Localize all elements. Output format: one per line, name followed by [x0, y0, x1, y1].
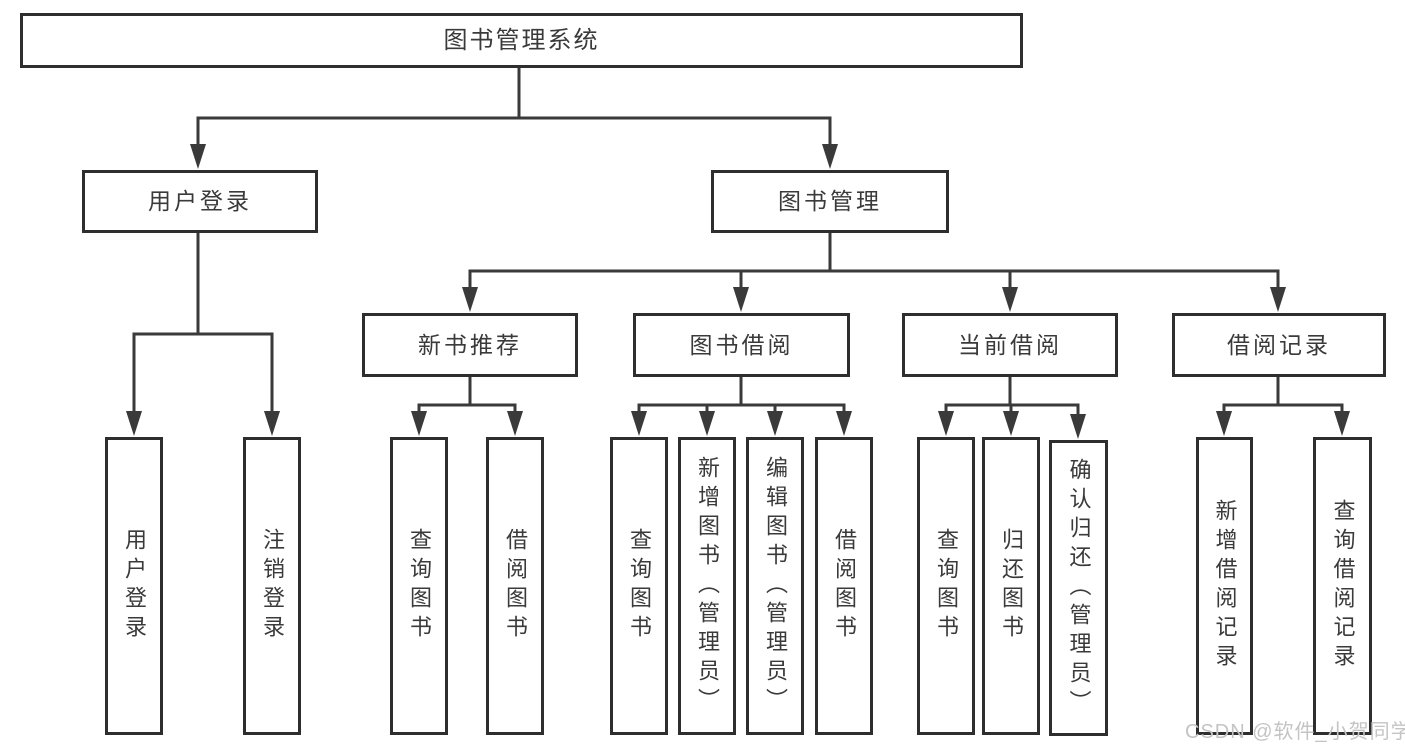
leaf-borrow-books: 借阅图书: [815, 437, 873, 735]
leaf-add-book-admin: 新增图书（管理员）: [678, 437, 736, 735]
node-label: 图书管理: [778, 188, 882, 214]
node-label: 当前借阅: [958, 331, 1062, 358]
node-label: 查询借阅记录: [1330, 499, 1356, 673]
leaf-query-books-borrowing: 查询图书: [610, 437, 668, 735]
node-label: 查询图书: [407, 528, 432, 644]
node-book-management: 图书管理: [711, 170, 949, 233]
leaf-query-books-recommend: 查询图书: [390, 437, 448, 735]
node-borrowing-records: 借阅记录: [1172, 313, 1386, 377]
leaf-borrow-books-recommend: 借阅图书: [486, 437, 544, 735]
leaf-add-borrow-record: 新增借阅记录: [1196, 437, 1253, 735]
node-label: 用户登录: [148, 188, 252, 214]
node-label: 图书管理系统: [443, 26, 600, 54]
node-book-borrowing: 图书借阅: [633, 313, 850, 377]
node-label: 查询图书: [627, 528, 652, 644]
node-label: 新增图书（管理员）: [695, 455, 720, 717]
node-label: 图书借阅: [689, 331, 794, 358]
node-user-login: 用户登录: [82, 170, 318, 233]
node-label: 借阅记录: [1227, 331, 1331, 358]
node-label: 新书推荐: [418, 331, 522, 358]
node-library-management-system: 图书管理系统: [20, 13, 1023, 68]
node-label: 借阅图书: [503, 528, 528, 644]
leaf-confirm-return-admin: 确认归还（管理员）: [1049, 440, 1108, 736]
leaf-user-login: 用户登录: [105, 437, 163, 735]
csdn-watermark: CSDN @软件_小贺同学: [1185, 721, 1405, 743]
leaf-logout-login: 注销登录: [243, 437, 301, 735]
leaf-query-books-current: 查询图书: [917, 437, 975, 735]
leaf-edit-book-admin: 编辑图书（管理员）: [746, 437, 804, 735]
node-label: 用户登录: [122, 528, 147, 644]
node-new-book-recommend: 新书推荐: [362, 313, 578, 377]
node-label: 编辑图书（管理员）: [763, 455, 788, 717]
node-label: 注销登录: [260, 528, 285, 644]
node-label: 确认归还（管理员）: [1066, 457, 1092, 719]
leaf-return-books: 归还图书: [982, 437, 1040, 735]
node-label: 查询图书: [934, 528, 959, 644]
leaf-query-borrow-record: 查询借阅记录: [1313, 437, 1372, 735]
node-label: 新增借阅记录: [1212, 499, 1238, 673]
node-label: 借阅图书: [832, 528, 857, 644]
node-label: 归还图书: [999, 528, 1024, 644]
node-current-borrowing: 当前借阅: [902, 313, 1118, 377]
